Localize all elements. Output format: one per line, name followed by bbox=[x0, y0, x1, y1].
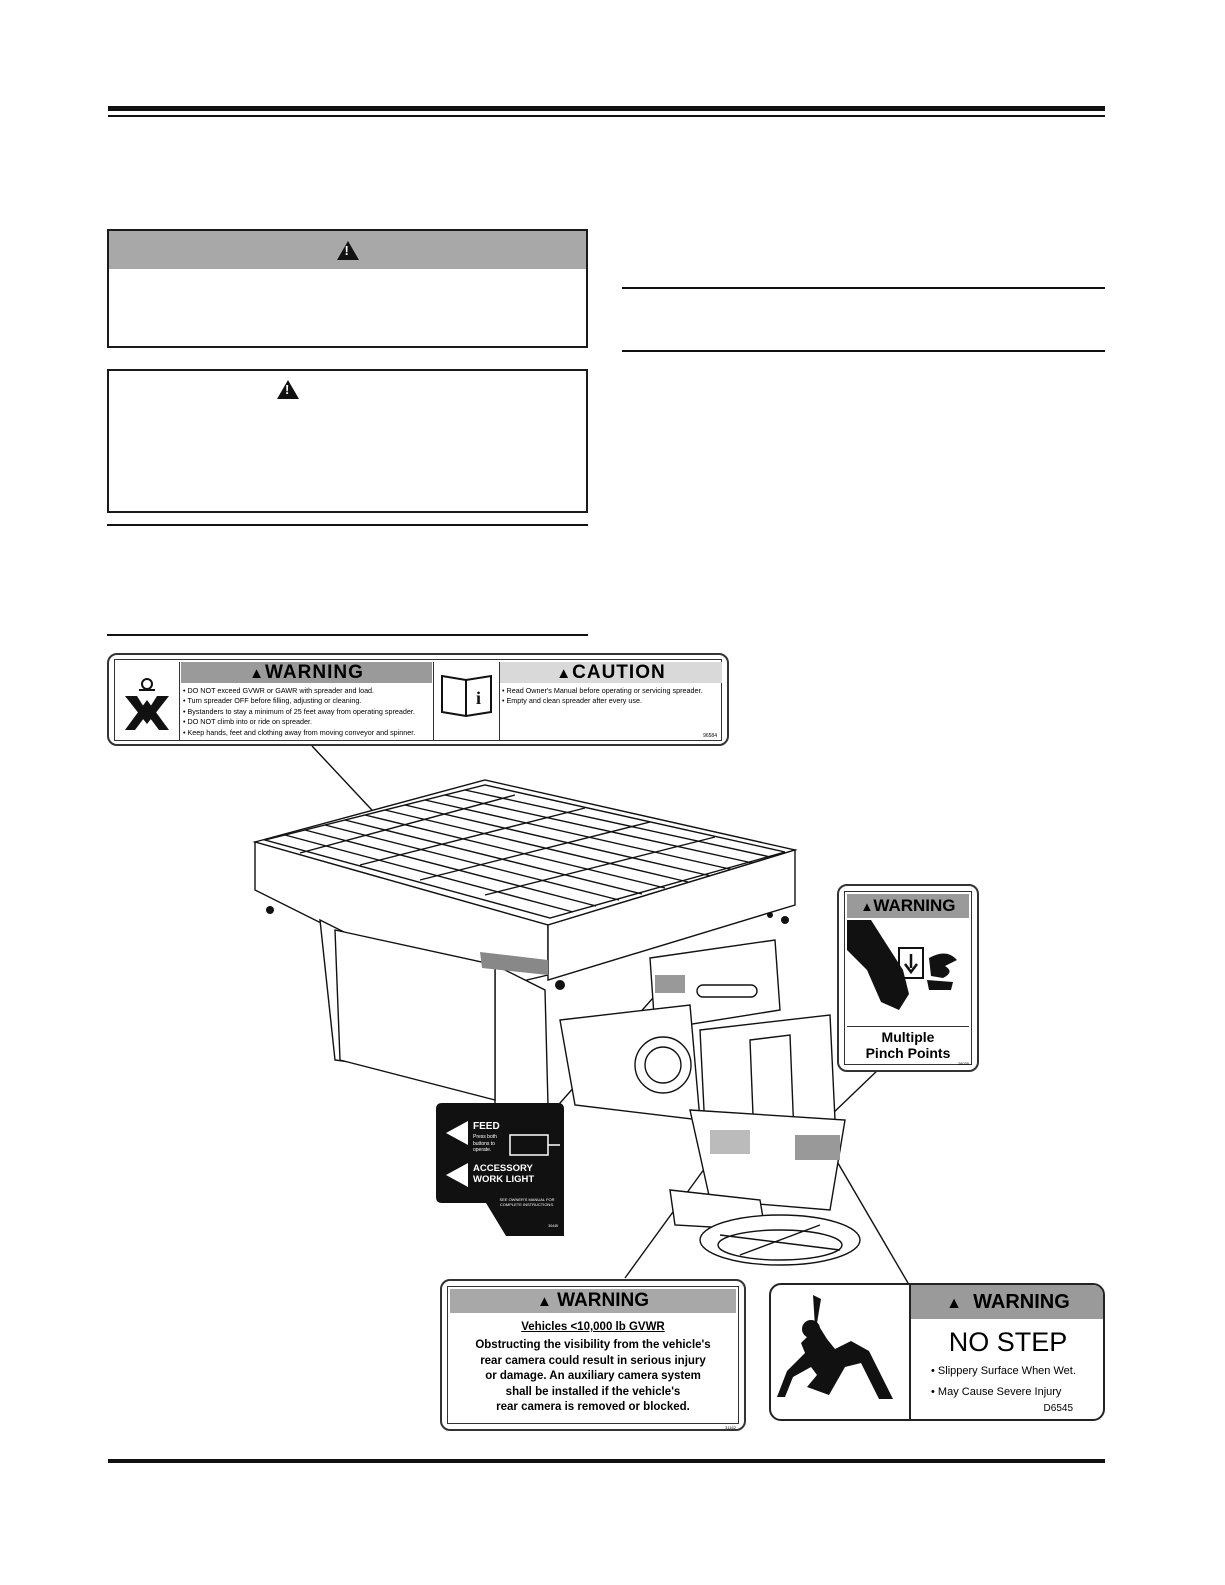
no-step-decal: ▲ WARNING NO STEP • Slippery Surface Whe… bbox=[769, 1283, 1105, 1421]
feed-label: FEED bbox=[473, 1121, 500, 1132]
list-item: Read Owner's Manual before operating or … bbox=[502, 686, 722, 696]
body-line: rear camera is removed or blocked. bbox=[496, 1401, 690, 1413]
body-line: or damage. An auxiliary camera system bbox=[485, 1370, 701, 1382]
part-number: 30445 bbox=[548, 1224, 558, 1228]
nostep-item-2: • May Cause Severe Injury bbox=[931, 1386, 1062, 1398]
list-item: Turn spreader OFF before filling, adjust… bbox=[183, 696, 433, 706]
bottom-rule bbox=[108, 1459, 1105, 1463]
camera-subtitle: Vehicles <10,000 lb GVWR bbox=[521, 1321, 665, 1333]
list-item: Keep hands, feet and clothing away from … bbox=[183, 728, 433, 738]
nostep-title: NO STEP bbox=[948, 1327, 1068, 1357]
part-number: 31162 bbox=[725, 1425, 736, 1430]
feed-control-decal: FEED Press both buttons to operate. ACCE… bbox=[436, 1103, 564, 1236]
warning-box-2 bbox=[107, 369, 588, 513]
rear-camera-warning-decal: ▲ WARNING Vehicles <10,000 lb GVWR Obstr… bbox=[440, 1279, 746, 1431]
warning-triangle-icon bbox=[336, 240, 359, 260]
note-rule-top bbox=[107, 524, 588, 526]
decal-caution-list: Read Owner's Manual before operating or … bbox=[502, 686, 722, 707]
part-number: 96584 bbox=[703, 733, 717, 739]
note-rule-bottom bbox=[107, 634, 588, 636]
list-item: Empty and clean spreader after every use… bbox=[502, 696, 722, 706]
brand-logo-icon bbox=[117, 662, 180, 741]
falling-person-icon bbox=[777, 1295, 893, 1399]
right-rule-top bbox=[622, 287, 1105, 289]
warning-box-1 bbox=[107, 229, 588, 348]
feed-sub: Press both buttons to operate. bbox=[473, 1134, 497, 1153]
body-line: Obstructing the visibility from the vehi… bbox=[475, 1339, 711, 1351]
camera-body: Obstructing the visibility from the vehi… bbox=[450, 1338, 736, 1416]
pinch-line2: Pinch Points bbox=[865, 1045, 951, 1061]
part-number: D6545 bbox=[1043, 1403, 1073, 1414]
top-rule-thin bbox=[108, 115, 1105, 117]
pinch-points-decal: ▲WARNING Multiple Pinch Points 28035 bbox=[837, 884, 979, 1072]
list-item: Bystanders to stay a minimum of 25 feet … bbox=[183, 707, 433, 717]
warning-caution-decal: ▲WARNING DO NOT exceed GVWR or GAWR with… bbox=[107, 653, 729, 746]
warning-box-1-header bbox=[109, 231, 586, 269]
body-line: shall be installed if the vehicle's bbox=[505, 1385, 681, 1398]
warning-triangle-icon bbox=[277, 380, 299, 399]
manual-note: SEE OWNER'S MANUAL FOR COMPLETE INSTRUCT… bbox=[499, 1197, 555, 1207]
work-light-label: ACCESSORY WORK LIGHT bbox=[473, 1163, 535, 1185]
decal-caution-header: ▲CAUTION bbox=[500, 662, 722, 683]
pinch-header: ▲WARNING bbox=[847, 894, 969, 918]
top-rule-thick bbox=[108, 106, 1105, 111]
decal-warning-list: DO NOT exceed GVWR or GAWR with spreader… bbox=[183, 686, 433, 738]
right-rule-bottom bbox=[622, 350, 1105, 352]
list-item: DO NOT exceed GVWR or GAWR with spreader… bbox=[183, 686, 433, 696]
list-item: DO NOT climb into or ride on spreader. bbox=[183, 717, 433, 727]
manual-book-icon: i bbox=[433, 662, 500, 741]
camera-header: ▲ WARNING bbox=[450, 1289, 736, 1313]
nostep-header: ▲ WARNING bbox=[911, 1285, 1103, 1319]
body-line: rear camera could result in serious inju… bbox=[480, 1354, 706, 1367]
decal-warning-header: ▲WARNING bbox=[181, 662, 432, 683]
svg-text:i: i bbox=[476, 688, 481, 708]
part-number: 28035 bbox=[957, 1061, 969, 1066]
pinch-line1: Multiple bbox=[881, 1029, 935, 1045]
nostep-item-1: • Slippery Surface When Wet. bbox=[931, 1365, 1076, 1377]
pinch-hand-icon bbox=[847, 920, 957, 1010]
